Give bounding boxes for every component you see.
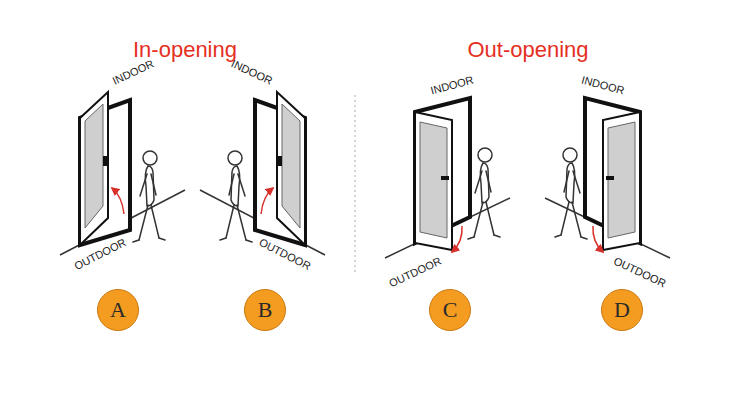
indoor-label: INDOOR: [580, 74, 626, 97]
in-opening-door-b: [200, 92, 325, 255]
letter-badge: A: [97, 289, 139, 331]
badge-letter: D: [614, 297, 630, 323]
badge-letter: B: [258, 297, 273, 323]
indoor-label: INDOOR: [111, 57, 156, 86]
badge-letter: A: [110, 297, 126, 323]
section-heading: Out-opening: [467, 37, 588, 63]
divider-line: [355, 95, 356, 272]
in-opening-door-a: [60, 92, 185, 255]
letter-badge: C: [429, 289, 471, 331]
out-opening-door-d: [545, 98, 670, 258]
outdoor-label: OUTDOOR: [387, 255, 443, 290]
badge-letter: C: [443, 297, 458, 323]
letter-badge: D: [601, 289, 643, 331]
indoor-label: INDOOR: [429, 74, 475, 97]
indoor-label: INDOOR: [230, 57, 275, 86]
out-opening-door-c: [385, 98, 510, 258]
outdoor-label: OUTDOOR: [612, 255, 668, 290]
letter-badge: B: [244, 289, 286, 331]
